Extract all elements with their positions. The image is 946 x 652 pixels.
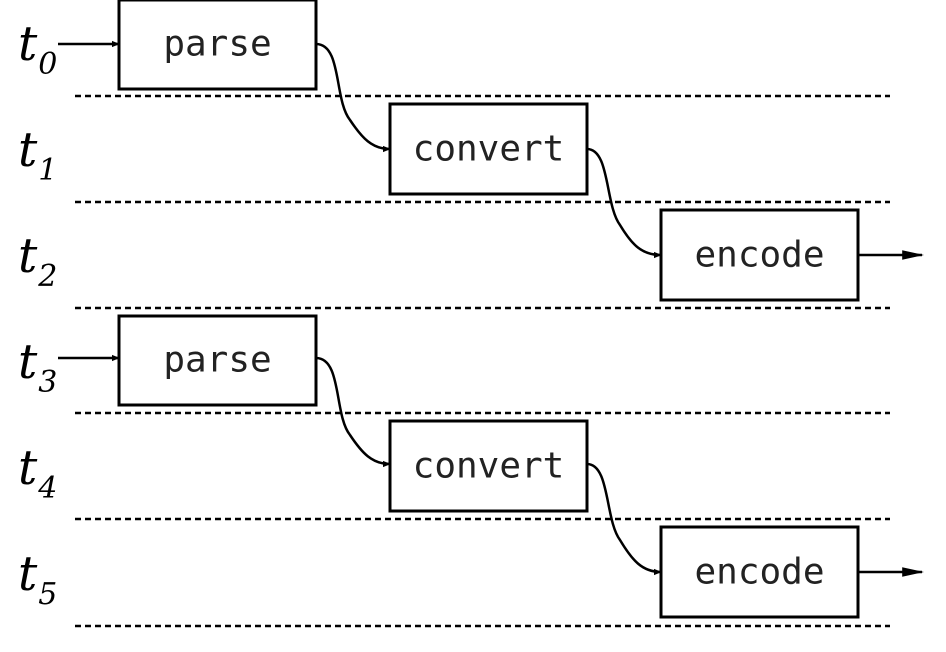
stage-label: convert: [413, 129, 565, 170]
time-label-subscript: 3: [38, 365, 57, 400]
time-label-subscript: 1: [38, 153, 57, 188]
time-label-base: t: [18, 228, 38, 284]
stage-label: encode: [694, 552, 824, 593]
time-label-subscript: 2: [37, 259, 57, 294]
stage-label: parse: [163, 340, 271, 381]
time-label-t4: t4: [18, 440, 57, 506]
time-label-t5: t5: [18, 546, 57, 612]
stage-label: encode: [694, 235, 824, 276]
stage-parse: parse: [117, 0, 318, 91]
time-label-base: t: [18, 334, 38, 390]
time-label-subscript: 5: [38, 577, 57, 612]
stage-label: convert: [413, 446, 565, 487]
stage-parse: parse: [117, 314, 318, 407]
time-label-t1: t1: [18, 122, 57, 188]
time-label-t2: t2: [18, 228, 57, 294]
time-label-base: t: [18, 122, 38, 178]
stage-convert: convert: [388, 419, 589, 513]
time-label-t0: t0: [18, 16, 57, 82]
flow-arrow: [586, 147, 662, 259]
time-label-base: t: [18, 440, 38, 496]
flow-arrow: [315, 356, 391, 468]
stage-label: parse: [163, 24, 271, 65]
stage-encode: encode: [659, 208, 860, 302]
time-label-subscript: 0: [38, 47, 57, 82]
stage-encode: encode: [659, 525, 860, 619]
stage-convert: convert: [388, 102, 589, 196]
flow-arrow: [586, 462, 662, 576]
flow-arrow: [315, 42, 391, 153]
time-label-base: t: [18, 546, 38, 602]
time-label-base: t: [18, 16, 38, 72]
time-label-subscript: 4: [37, 471, 57, 506]
time-label-t3: t3: [18, 334, 57, 400]
